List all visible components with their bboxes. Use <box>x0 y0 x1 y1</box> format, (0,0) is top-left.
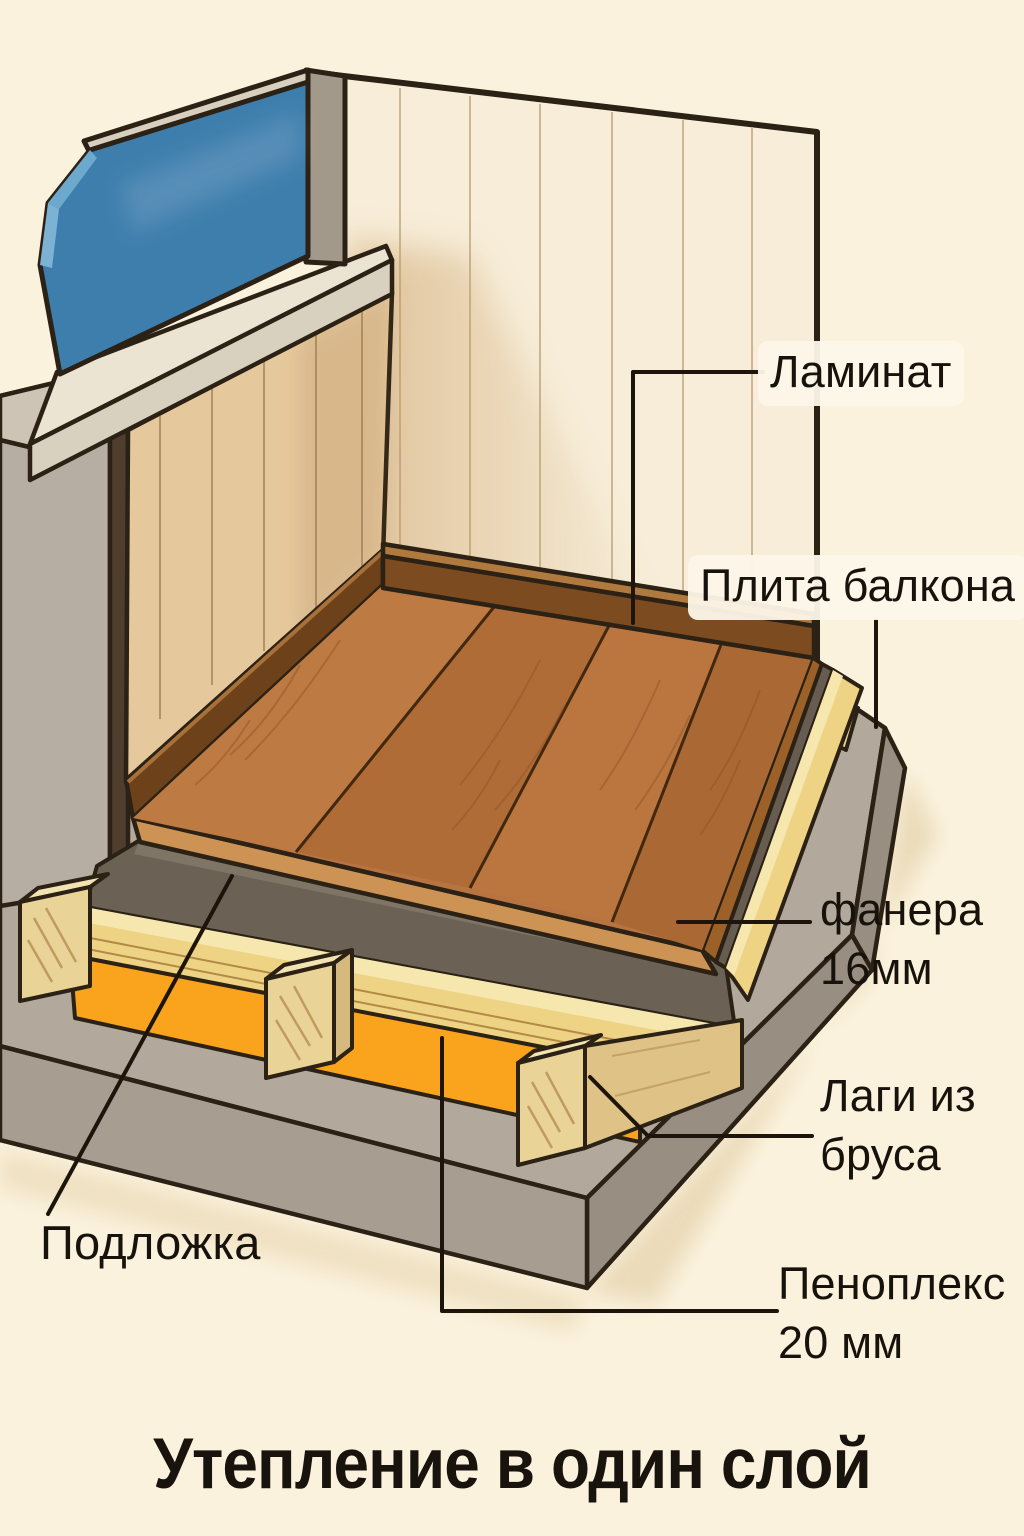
label-penoplex: Пеноплекс 20 мм <box>778 1258 1006 1369</box>
label-joists: Лаги из бруса <box>820 1070 976 1181</box>
joist-1 <box>18 872 110 1003</box>
diagram-title: Утепление в один слой <box>153 1425 872 1504</box>
joist-2 <box>264 948 354 1080</box>
leader-lines <box>46 370 878 1313</box>
parapet <box>0 243 395 909</box>
leader-joists <box>588 1075 814 1138</box>
leader-underlay <box>46 874 234 1216</box>
leader-laminate <box>631 370 765 625</box>
wood-grain <box>194 639 761 836</box>
label-underlay: Подложка <box>40 1216 261 1269</box>
label-balcony-slab: Плита балкона <box>688 555 1024 621</box>
wall-shadow <box>348 240 660 640</box>
window-frame-post <box>303 67 348 267</box>
label-laminate: Ламинат <box>758 341 964 407</box>
plank-seams <box>294 601 726 923</box>
penoplex-layer <box>68 953 642 1144</box>
leader-penoplex <box>440 1036 779 1313</box>
window-sill-front <box>27 257 395 483</box>
joist-3 <box>516 1018 744 1167</box>
laminate-floor <box>130 541 817 977</box>
window <box>37 67 348 377</box>
baseboard-back-wall <box>380 553 817 661</box>
label-plywood: фанера 16мм <box>820 884 984 995</box>
